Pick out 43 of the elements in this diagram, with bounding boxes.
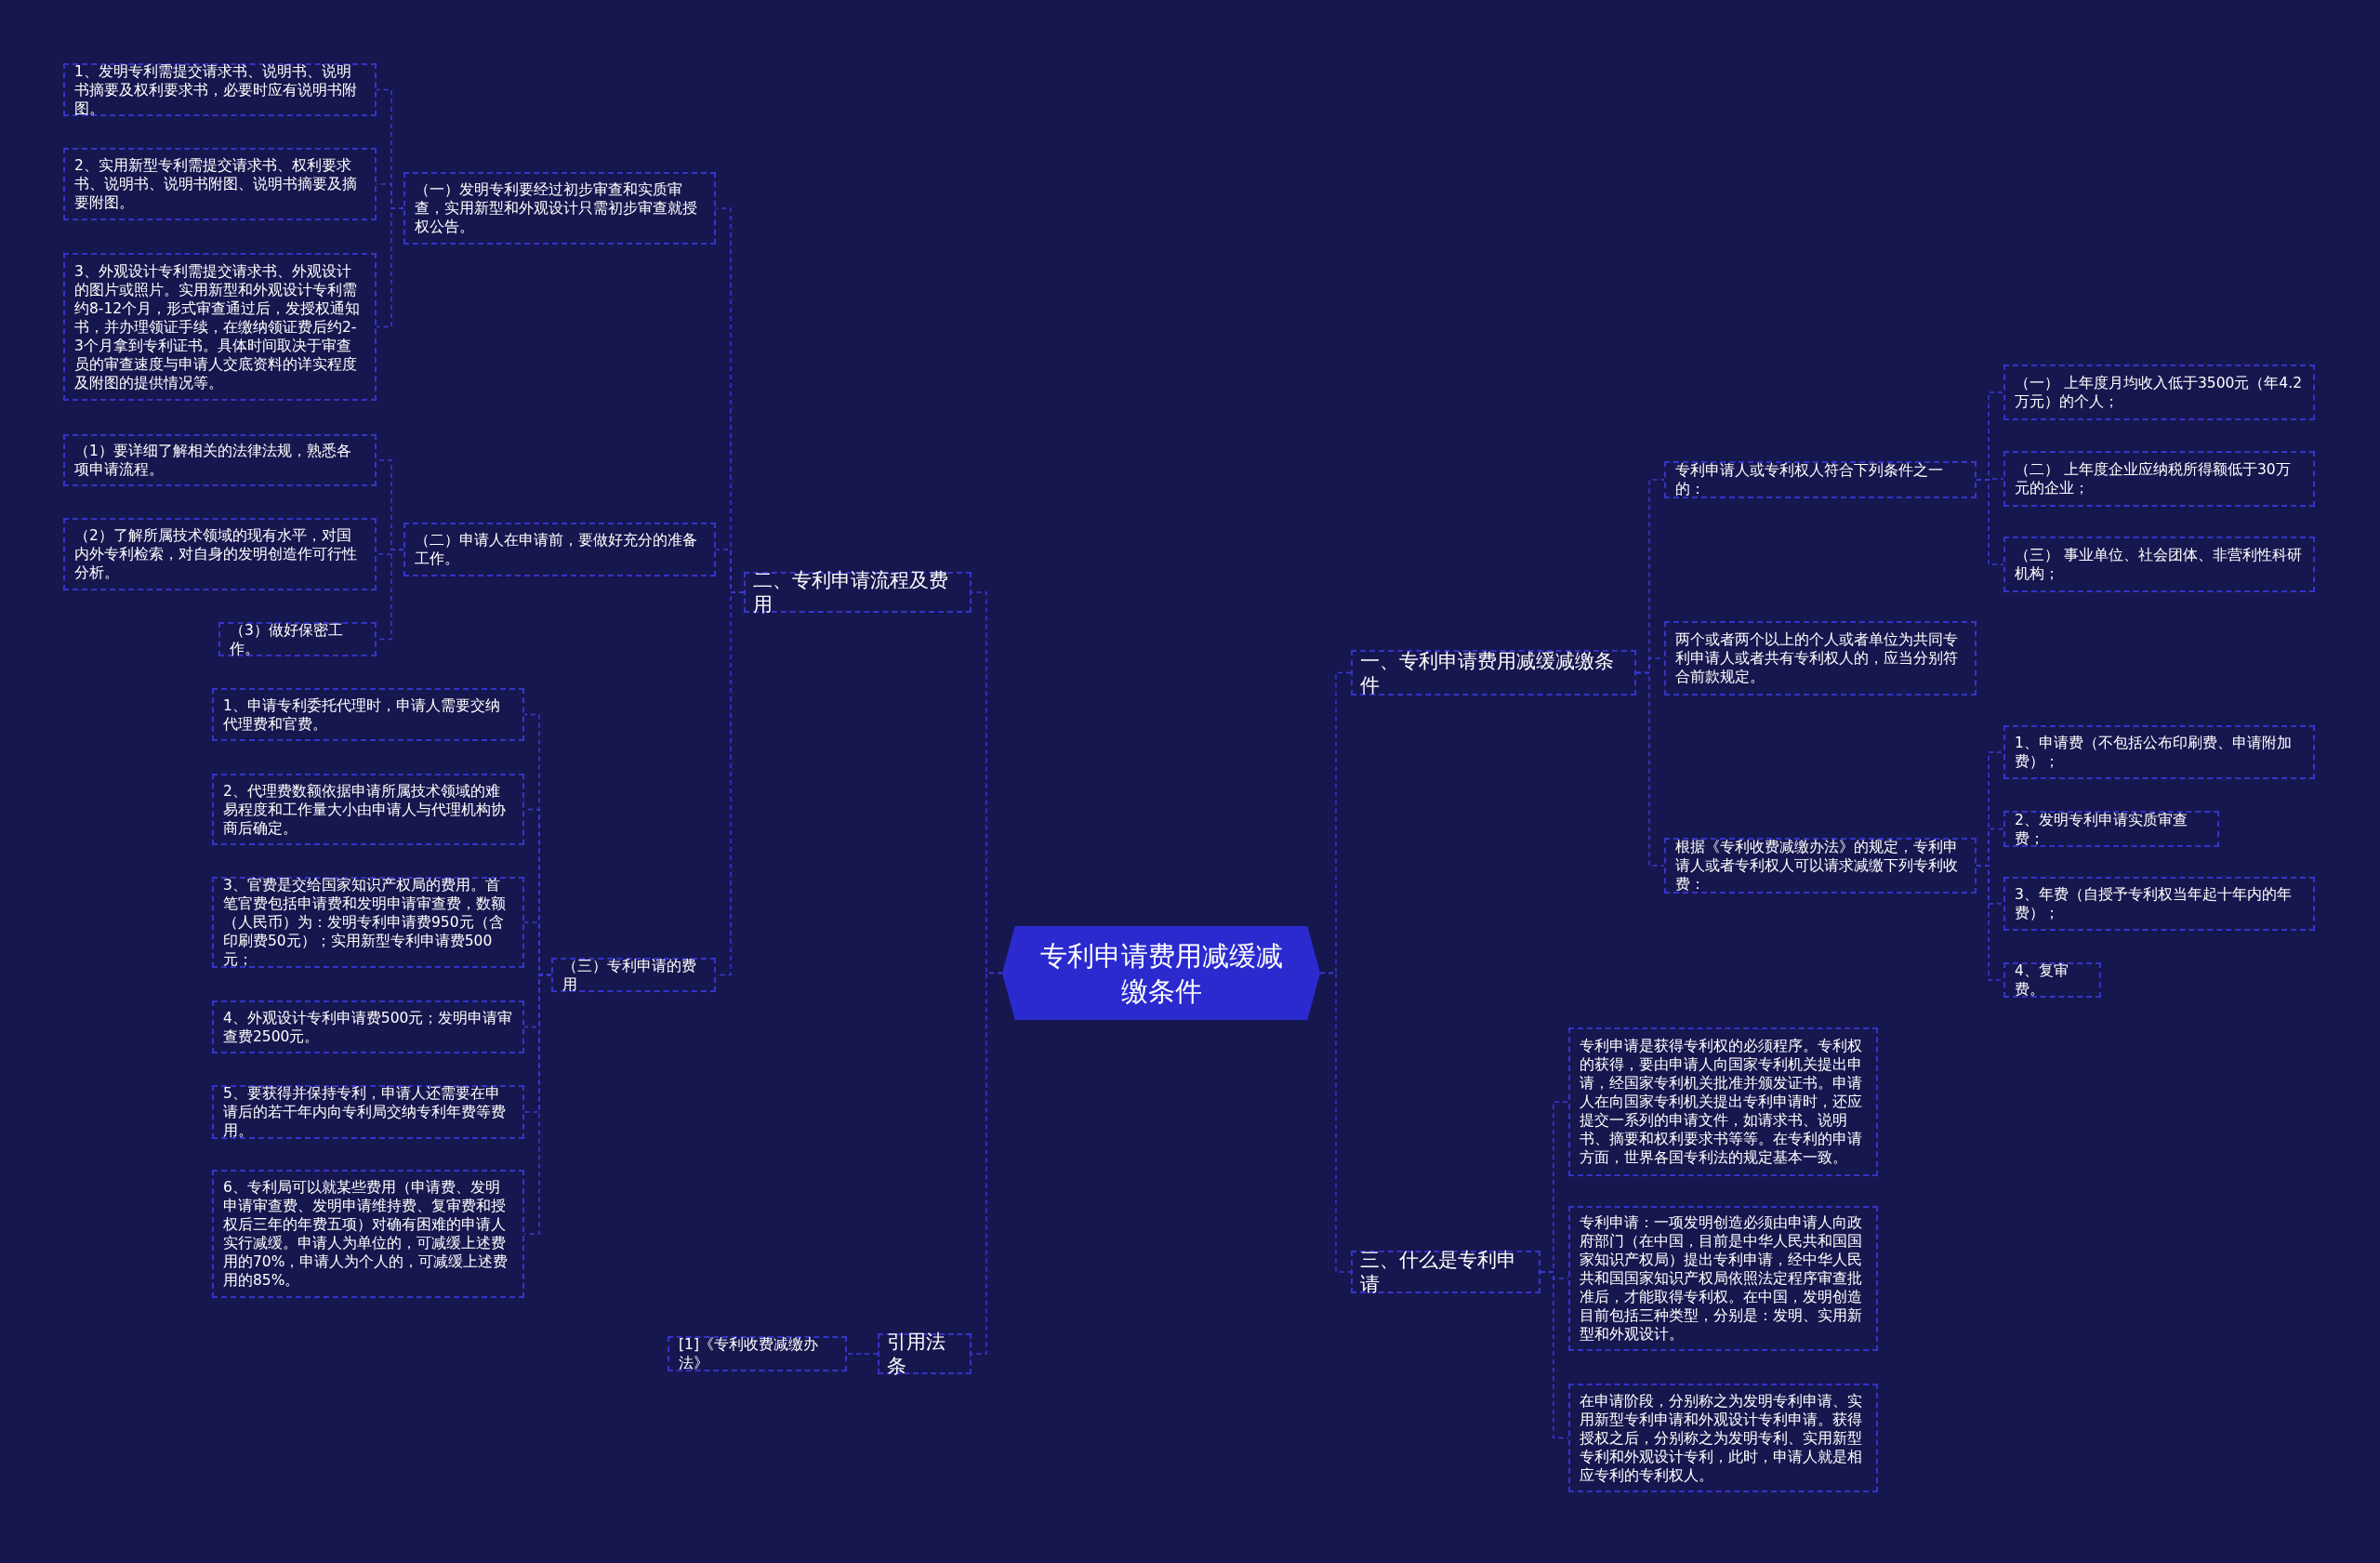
topic-box: （1）要详细了解相关的法律法规，熟悉各项申请流程。	[63, 434, 377, 486]
branch-topic: 三、什么是专利申请	[1351, 1251, 1540, 1293]
topic-box: （三） 事业单位、社会团体、非营利性科研机构；	[2003, 536, 2315, 592]
topic-box: 3、年费（自授予专利权当年起十年内的年费）；	[2003, 877, 2315, 931]
branch-topic: 一、专利申请费用减缓减缴条件	[1351, 650, 1636, 695]
connector-line	[523, 974, 552, 1235]
topic-box: 4、复审费。	[2003, 962, 2101, 998]
topic-box: 3、外观设计专利需提交请求书、外观设计的图片或照片。实用新型和外观设计专利需约8-12个月，形式审查通过后，发授权通知书，并办理领证手续，在缴纳领证费后约2-3个月拿到专利证书。具体时间取决于审查员的审查速度与申请人交底资料的详实程度及附图的提供情况等。	[63, 253, 377, 401]
topic-box: 6、专利局可以就某些费用（申请费、发明申请审查费、发明申请维持费、复审费和授权后三年的年费五项）对确有困难的申请人实行减缓。申请人为单位的，可减缓上述费用的70%，申请人为个人的，可减缓上述费用的85%。	[212, 1170, 524, 1298]
topic-box: 专利申请：一项发明创造必须由申请人向政府部门（在中国，目前是中华人民共和国国家知识产权局）提出专利申请，经中华人民共和国国家知识产权局依照法定程序审查批准后，才能取得专利权。在中国，发明创造目前包括三种类型，分别是：发明、实用新型和外观设计。	[1568, 1206, 1878, 1351]
connector-line	[715, 591, 745, 976]
topic-box: 2、代理费数额依据申请所属技术领域的难易程度和工作量大小由申请人与代理机构协商后确定。	[212, 774, 524, 845]
topic-box: 专利申请是获得专利权的必须程序。专利权的获得，要由申请人向国家专利机关提出申请，经国家专利机关批准并颁发证书。申请人在向国家专利机关提出专利申请时，还应提交一系列的申请文件，如请求书、说明书、摘要和权利要求书等等。在专利的申请方面，世界各国专利法的规定基本一致。	[1568, 1027, 1878, 1176]
topic-box: （三）专利申请的费用	[551, 958, 716, 992]
topic-box: 5、要获得并保持专利，申请人还需要在申请后的若干年内向专利局交纳专利年费等费用。	[212, 1085, 524, 1139]
topic-box: 1、申请专利委托代理时，申请人需要交纳代理费和官费。	[212, 688, 524, 741]
topic-box: （一） 上年度月均收入低于3500元（年4.2万元）的个人；	[2003, 364, 2315, 420]
topic-box: 3、官费是交给国家知识产权局的费用。首笔官费包括申请费和发明申请审查费，数额（人民币）为：发明专利申请费950元（含印刷费50元）；实用新型专利申请费500元；	[212, 877, 524, 968]
connector-line	[1635, 671, 1665, 867]
topic-box: （2）了解所属技术领域的现有水平，对国内外专利检索，对自身的发明创造作可行性分析。	[63, 518, 377, 590]
topic-box: 专利申请人或专利权人符合下列条件之一的：	[1664, 461, 1977, 498]
topic-box: （二） 上年度企业应纳税所得额低于30万元的企业；	[2003, 451, 2315, 507]
topic-box: （一）发明专利要经过初步审查和实质审查，实用新型和外观设计只需初步审查就授权公告。	[403, 172, 716, 245]
topic-box: 4、外观设计专利申请费500元；发明申请审查费2500元。	[212, 1000, 524, 1053]
connector-line	[846, 1353, 879, 1355]
connector-line	[1976, 479, 2004, 565]
topic-box: 在申请阶段，分别称之为发明专利申请、实用新型专利申请和外观设计专利申请。获得授权之后，分别称之为发明专利、实用新型专利和外观设计专利，此时，申请人就是相应专利的专利权人。	[1568, 1384, 1878, 1492]
topic-box: 2、实用新型专利需提交请求书、权利要求书、说明书、说明书附图、说明书摘要及摘要附图。	[63, 148, 377, 220]
topic-box: [1]《专利收费减缴办法》	[668, 1336, 847, 1371]
topic-box: （二）申请人在申请前，要做好充分的准备工作。	[403, 523, 716, 576]
topic-box: 1、发明专利需提交请求书、说明书、说明书摘要及权利要求书，必要时应有说明书附图。	[63, 63, 377, 116]
branch-topic: 二、专利申请流程及费用	[744, 572, 972, 613]
topic-box: （3）做好保密工作。	[218, 622, 377, 656]
connector-line	[971, 972, 1003, 1355]
topic-box: 两个或者两个以上的个人或者单位为共同专利申请人或者共有专利权人的，应当分别符合前款规定。	[1664, 621, 1977, 695]
connector-line	[376, 207, 404, 328]
branch-topic: 引用法条	[878, 1333, 972, 1374]
central-topic: 专利申请费用减缓减缴条件	[1002, 926, 1320, 1020]
topic-box: 2、发明专利申请实质审查费；	[2003, 811, 2219, 847]
topic-box: 1、申请费（不包括公布印刷费、申请附加费）；	[2003, 725, 2315, 779]
topic-box: 根据《专利收费减缴办法》的规定，专利申请人或者专利权人可以请求减缴下列专利收费：	[1664, 838, 1977, 894]
connector-line	[1540, 1271, 1569, 1439]
connector-line	[1319, 972, 1352, 1273]
